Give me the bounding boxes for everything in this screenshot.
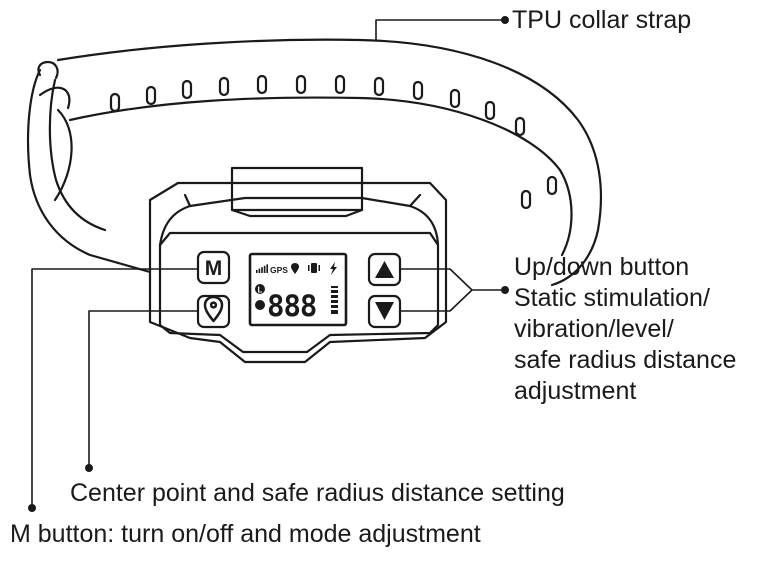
- down-arrow-icon: [375, 302, 394, 320]
- lcd-screen: [248, 252, 348, 327]
- lcd-lock-dot: [255, 284, 265, 294]
- label-updown-line-3: vibration/level/: [514, 315, 674, 343]
- location-button[interactable]: [196, 294, 231, 329]
- lcd-location-icon: [291, 263, 299, 274]
- lcd-mode-dot: [255, 300, 265, 310]
- m-leader-dot: [28, 504, 36, 512]
- label-updown: Up/down button Static stimulation/ vibra…: [514, 252, 736, 407]
- m-button-label: M: [205, 257, 223, 280]
- collar-strap: [26, 38, 603, 287]
- strap-leader-dot: [501, 16, 509, 24]
- up-arrow-icon: [375, 261, 394, 278]
- label-updown-line-5: adjustment: [514, 377, 637, 405]
- vibration-icon: [308, 263, 320, 273]
- label-updown-line-4: safe radius distance: [514, 346, 737, 374]
- label-updown-line-2: Static stimulation/: [514, 284, 710, 312]
- location-pin-icon: [203, 295, 224, 323]
- battery-icon: [331, 286, 338, 314]
- lcd-gps-text: GPS: [270, 265, 288, 275]
- collar-device: [148, 166, 448, 364]
- label-center-point: Center point and safe radius distance se…: [70, 479, 565, 507]
- lightning-icon: [330, 262, 337, 275]
- strap-holes: [109, 74, 558, 210]
- leader-lines: [31, 19, 506, 509]
- lcd-digits: 888: [267, 289, 316, 323]
- updown-leader-dot: [501, 286, 509, 294]
- m-button[interactable]: [196, 250, 231, 285]
- lcd-lock-glyph: L: [258, 286, 263, 295]
- signal-bars-icon: [256, 264, 268, 273]
- label-strap: TPU collar strap: [512, 6, 692, 34]
- label-m-button: M button: turn on/off and mode adjustmen…: [10, 520, 481, 548]
- center-leader-dot: [85, 464, 93, 472]
- label-updown-line-1: Up/down button: [514, 253, 690, 281]
